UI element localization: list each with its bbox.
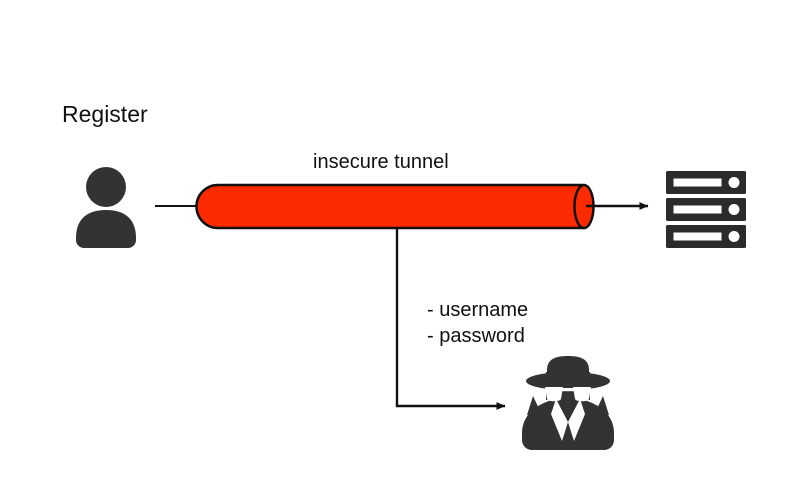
server-rack-icon (666, 171, 746, 248)
credential-password-label: - password (427, 325, 525, 347)
credential-username-label: - username (427, 299, 528, 321)
connector-tunnel-to-attacker (395, 228, 506, 410)
insecure-tunnel-cylinder (195, 183, 595, 230)
page-title: Register (62, 101, 148, 127)
spy-hacker-icon (522, 356, 614, 450)
tunnel-label: insecure tunnel (313, 151, 449, 173)
user-icon (76, 167, 136, 248)
